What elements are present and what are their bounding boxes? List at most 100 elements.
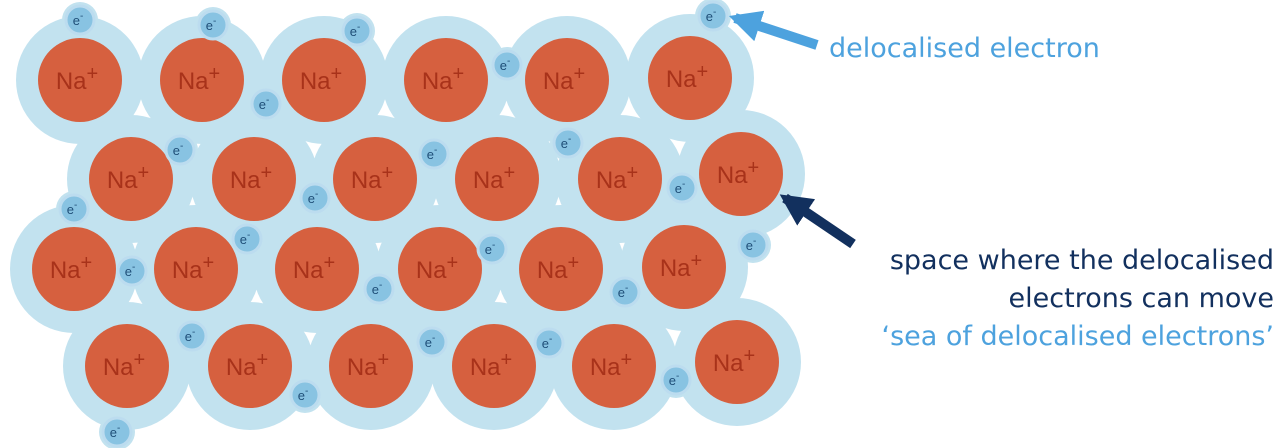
electron: e- [416,326,448,358]
sodium-ion-circle [275,227,359,311]
sodium-ion: Na+ [89,137,173,221]
delocalised-electrons: e-e-e-e-e-e-e-e-e-e-e-e-e-e-e-e-e-e-e-e-… [58,0,769,448]
electron-sea-label-line1: space where the delocalised [889,245,1274,276]
electron-sea-label-line3: ‘sea of delocalised electrons’ [881,321,1274,352]
electron-circle [176,320,208,352]
electron-label: e- [425,333,436,350]
sodium-ion: Na+ [452,324,536,408]
sodium-ion: Na+ [212,137,296,221]
sodium-ion: Na+ [398,227,482,311]
electron-circle [164,134,196,166]
electron: e- [476,233,508,265]
sodium-ion: Na+ [455,137,539,221]
electron-label: e- [427,145,438,162]
electron-circle [660,364,692,396]
electron: e- [491,49,523,81]
sodium-ion-circle [208,324,292,408]
electron: e- [299,182,331,214]
electron: e- [609,276,641,308]
electron-circle [491,49,523,81]
sodium-ion: Na+ [572,324,656,408]
sodium-ion: Na+ [160,38,244,122]
electron-circle [609,276,641,308]
sodium-ion: Na+ [519,227,603,311]
sodium-ion-label: Na+ [56,63,98,95]
sodium-ion-circle [404,38,488,122]
electron-label: e- [73,11,84,28]
electron-label: e- [67,200,78,217]
electron-label: e- [500,56,511,73]
sodium-ion: Na+ [404,38,488,122]
electron-label: e- [350,22,361,39]
electron: e- [58,193,90,225]
sodium-ion: Na+ [282,38,366,122]
sodium-ion: Na+ [333,137,417,221]
sodium-ion-circle [525,38,609,122]
electron-label: e- [110,423,121,440]
sodium-ion: Na+ [38,38,122,122]
sodium-ion-circle [648,36,732,120]
electron-label: e- [173,141,184,158]
electron: e- [101,416,133,448]
sodium-ion-lattice: Na+Na+Na+Na+Na+Na+Na+Na+Na+Na+Na+Na+Na+N… [32,36,783,408]
electron: e- [363,273,395,305]
electron-circle [299,182,331,214]
electron-label: e- [298,386,309,403]
electron-circle [697,0,729,32]
delocalised-electron-arrow [728,10,819,50]
electron-label: e- [675,179,686,196]
electron-circle [552,127,584,159]
delocalised-electron-label: delocalised electron [829,33,1100,64]
sodium-ion-circle [89,137,173,221]
electron-label: e- [185,327,196,344]
sodium-ion-circle [695,320,779,404]
electron-label: e- [542,334,553,351]
electron: e- [116,255,148,287]
sodium-ion-circle [85,324,169,408]
electron-circle [197,9,229,41]
sodium-ion: Na+ [154,227,238,311]
electron-circle [58,193,90,225]
electron-label: e- [240,230,251,247]
electron-circle [476,233,508,265]
sodium-ion-circle [154,227,238,311]
sodium-ion: Na+ [329,324,413,408]
sodium-ion: Na+ [578,137,662,221]
sodium-ion: Na+ [642,225,726,309]
sodium-ion: Na+ [648,36,732,120]
electron: e- [418,138,450,170]
electron: e- [533,327,565,359]
sodium-ion-circle [333,137,417,221]
electron: e- [697,0,729,32]
electron-circle [418,138,450,170]
sodium-ion-circle [282,38,366,122]
electron-sea-label: space where the delocalised electrons ca… [881,242,1274,356]
electron: e- [666,172,698,204]
electron-label: e- [125,262,136,279]
sodium-ion-circle [212,137,296,221]
sodium-ion: Na+ [85,324,169,408]
sodium-ion-circle [329,324,413,408]
electron-circle [416,326,448,358]
electron-circle [64,4,96,36]
sodium-ion-circle [519,227,603,311]
electron-circle [666,172,698,204]
electron-label: e- [706,7,717,24]
electron-circle [363,273,395,305]
electron: e- [197,9,229,41]
sodium-ion: Na+ [208,324,292,408]
sodium-ion-circle [455,137,539,221]
sodium-ion-circle [32,227,116,311]
electron-sea-label-line2: electrons can move [1008,283,1274,314]
sodium-ion: Na+ [695,320,779,404]
sodium-ion-circle [578,137,662,221]
electron: e- [737,229,769,261]
electron-label: e- [259,95,270,112]
electron: e- [250,88,282,120]
sodium-ion-circle [642,225,726,309]
electron-label: e- [618,283,629,300]
electron: e- [660,364,692,396]
electron-circle [116,255,148,287]
electron-circle [533,327,565,359]
electron: e- [164,134,196,166]
